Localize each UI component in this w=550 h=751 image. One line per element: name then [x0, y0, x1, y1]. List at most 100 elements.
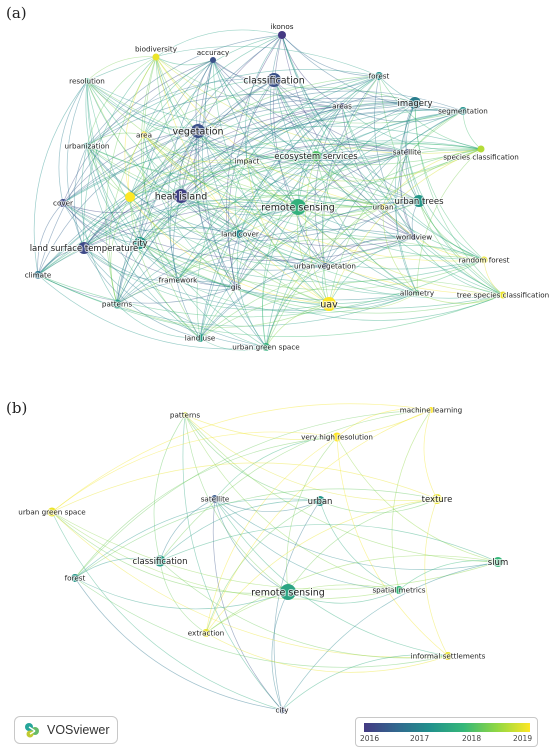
network-link: [273, 79, 415, 238]
node-urbanization[interactable]: [83, 142, 91, 150]
node-satellite[interactable]: [404, 149, 410, 155]
node-machine-learning[interactable]: [428, 407, 434, 413]
network-link: [83, 195, 182, 249]
network-link: [62, 125, 482, 204]
node-tree-species-classification[interactable]: [499, 291, 507, 299]
node-area[interactable]: [140, 131, 148, 139]
node-urban-green-space[interactable]: [47, 507, 57, 517]
node-urban-trees[interactable]: [413, 195, 425, 207]
network-link: [85, 80, 141, 244]
network-link: [74, 577, 449, 668]
network-link: [205, 555, 499, 634]
node-forest[interactable]: [71, 574, 79, 582]
node-allometry[interactable]: [414, 290, 420, 296]
node-species-classification[interactable]: [477, 145, 485, 153]
node-urban[interactable]: [380, 204, 386, 210]
node-climate[interactable]: [34, 271, 42, 279]
network-link: [462, 110, 482, 150]
node-land-use[interactable]: [196, 334, 204, 342]
node-label-biodiversity: biodiversity: [135, 45, 178, 54]
node-worldview[interactable]: [411, 234, 417, 240]
network-link: [62, 100, 464, 204]
node-label-urban-trees: urban trees: [394, 197, 444, 207]
network-link: [231, 233, 241, 288]
network-link: [143, 134, 420, 208]
node-ecosystem-services[interactable]: [311, 151, 321, 161]
node-uav[interactable]: [322, 297, 336, 311]
network-link: [199, 236, 415, 339]
node-texture[interactable]: [432, 494, 442, 504]
network-link: [124, 56, 157, 198]
node-gis[interactable]: [233, 284, 239, 290]
node-patterns[interactable]: [112, 299, 122, 309]
node-label-resolution: resolution: [69, 77, 105, 86]
network-link: [37, 274, 418, 327]
network-link: [424, 498, 449, 657]
node-framework[interactable]: [175, 277, 181, 283]
node-resolution[interactable]: [84, 78, 90, 84]
network-link: [239, 147, 482, 235]
node-vegetation[interactable]: [191, 124, 205, 138]
network-link: [139, 143, 482, 244]
node-heat-island[interactable]: [174, 189, 188, 203]
network-link: [139, 155, 317, 244]
node-extraction[interactable]: [202, 629, 210, 637]
node-impact[interactable]: [244, 158, 250, 164]
network-link: [413, 236, 504, 296]
vosviewer-logo-icon: [25, 723, 39, 738]
node-land-surface-temperature[interactable]: [78, 242, 90, 254]
node-segmentation[interactable]: [459, 107, 467, 115]
network-link: [177, 206, 299, 281]
network-link: [62, 130, 199, 204]
network-link: [83, 196, 131, 249]
node-yellow-small[interactable]: [125, 192, 135, 202]
node-accuracy[interactable]: [210, 57, 216, 63]
network-link: [212, 59, 418, 294]
network-link: [281, 34, 343, 107]
network-link: [214, 498, 499, 570]
node-city[interactable]: [134, 237, 146, 249]
node-satellite[interactable]: [211, 495, 219, 503]
node-very-high-resolution[interactable]: [332, 432, 342, 442]
network-link: [129, 196, 201, 339]
node-remote-sensing[interactable]: [290, 199, 306, 215]
node-label-land-use: land use: [185, 334, 216, 343]
node-patterns[interactable]: [182, 412, 188, 418]
node-cover[interactable]: [59, 199, 67, 207]
network-link: [382, 206, 485, 261]
node-urban-green-space[interactable]: [262, 343, 270, 351]
node-biodiversity[interactable]: [152, 53, 160, 61]
node-informal-settlements[interactable]: [444, 652, 452, 660]
node-label-segmentation: segmentation: [438, 107, 488, 116]
network-link: [180, 195, 415, 247]
node-slum[interactable]: [493, 557, 503, 567]
node-ikonos[interactable]: [278, 31, 286, 39]
network-link: [86, 80, 482, 166]
network-link: [202, 59, 267, 348]
network-link: [74, 436, 338, 579]
node-forest[interactable]: [375, 72, 383, 80]
node-label-city: city: [132, 239, 147, 249]
network-link: [204, 59, 241, 235]
node-imagery[interactable]: [409, 97, 421, 109]
network-link: [414, 102, 504, 296]
node-label-accuracy: accuracy: [197, 48, 230, 57]
network-link: [336, 408, 432, 438]
node-classification[interactable]: [267, 73, 281, 87]
node-remote-sensing[interactable]: [280, 584, 296, 600]
node-urban-vegetation[interactable]: [322, 263, 328, 269]
node-areas[interactable]: [339, 103, 345, 109]
node-label-allometry: allometry: [400, 289, 435, 298]
network-link: [51, 462, 438, 513]
node-classification[interactable]: [154, 555, 166, 567]
network-link: [324, 110, 464, 267]
node-spatial-metrics[interactable]: [395, 586, 403, 594]
network-link: [62, 59, 214, 204]
network-link: [328, 292, 418, 310]
node-urban[interactable]: [315, 496, 325, 506]
node-random-forest[interactable]: [480, 256, 488, 264]
network-link: [328, 148, 482, 305]
node-city[interactable]: [278, 706, 286, 714]
node-land-cover[interactable]: [236, 230, 244, 238]
network-link: [315, 75, 380, 157]
